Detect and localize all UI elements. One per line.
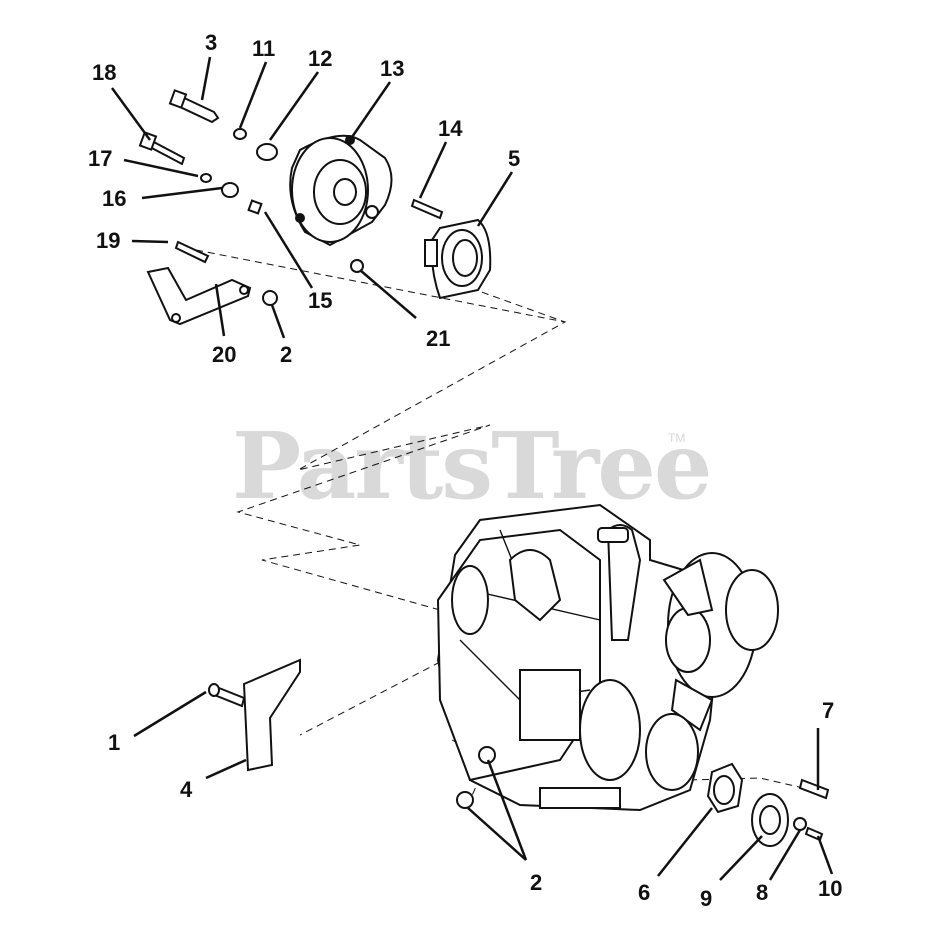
callout-12: 12: [308, 46, 332, 71]
callout-11: 11: [252, 36, 275, 61]
shield-plate: [208, 658, 301, 772]
callout-14: 14: [438, 116, 463, 141]
callout-3: 3: [205, 30, 217, 55]
callout-18: 18: [92, 60, 116, 85]
watermark-trademark: TM: [668, 431, 685, 445]
callout-numbers: 1 2 2 3 4 5 6 7 8 9 10 11 12 13 14 15 16…: [88, 30, 842, 911]
bearing-plate: [424, 218, 492, 300]
callout-8: 8: [756, 880, 768, 905]
callout-6: 6: [638, 880, 650, 905]
callout-1: 1: [108, 730, 120, 755]
callout-16: 16: [102, 186, 126, 211]
clutch-assembly: [289, 134, 393, 247]
callout-20: 20: [212, 342, 236, 367]
callout-9: 9: [700, 886, 712, 911]
callout-4: 4: [180, 777, 193, 802]
callout-21: 21: [426, 326, 450, 351]
engine-nuts: [456, 746, 496, 809]
watermark-text: PartsTree: [232, 412, 710, 520]
callout-10: 10: [818, 876, 842, 901]
small-parts: [138, 89, 444, 306]
pulley-hub-parts: [706, 762, 830, 847]
callout-17: 17: [88, 146, 112, 171]
leader-lines: [110, 56, 834, 881]
callout-19: 19: [96, 228, 120, 253]
callout-7: 7: [822, 698, 834, 723]
engine-block: [436, 503, 779, 812]
bracket: [146, 266, 252, 326]
callout-2-lower: 2: [530, 870, 542, 895]
callout-5: 5: [508, 146, 520, 171]
callout-2-upper: 2: [280, 342, 292, 367]
callout-13: 13: [380, 56, 404, 81]
callout-15: 15: [308, 288, 332, 313]
